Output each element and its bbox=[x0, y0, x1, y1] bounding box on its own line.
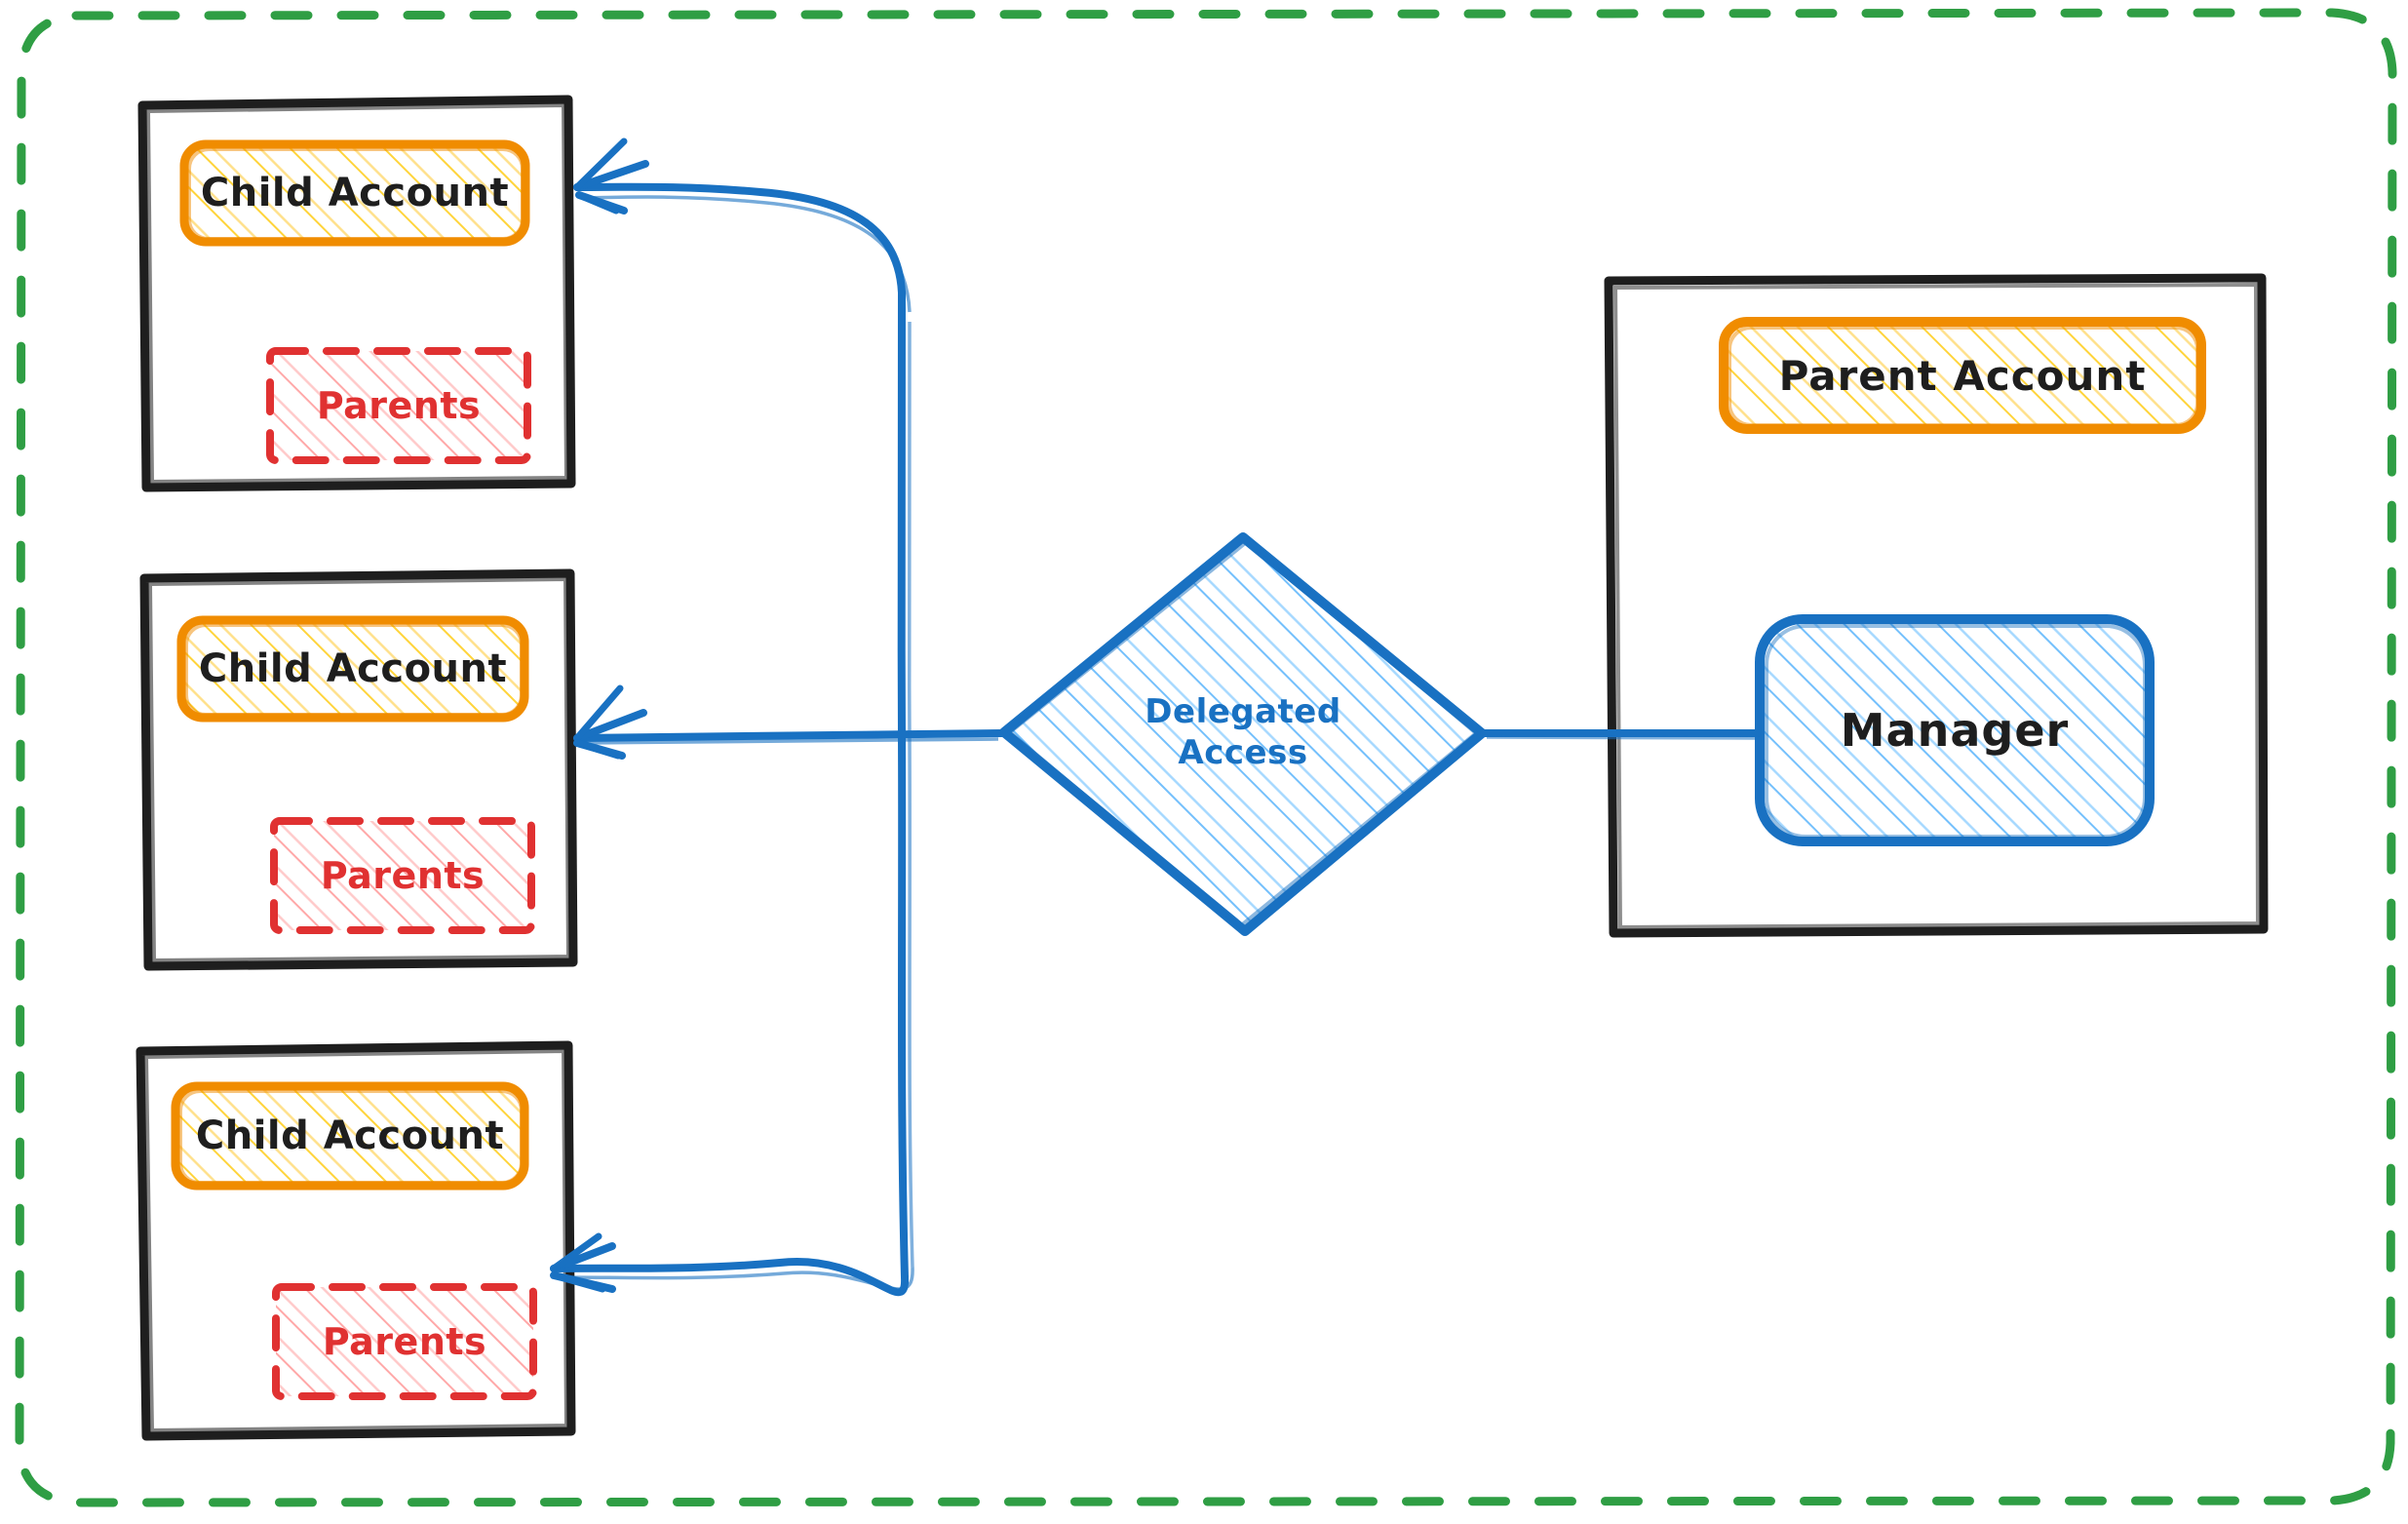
parents-box-2[interactable] bbox=[270, 817, 535, 934]
connector-trunk-vertical bbox=[897, 289, 914, 1281]
manager-box[interactable] bbox=[1755, 614, 2155, 846]
connector-delegated-to-child-3 bbox=[550, 1232, 914, 1297]
delegated-access-diamond[interactable] bbox=[999, 532, 1487, 936]
parents-box-1[interactable] bbox=[266, 347, 531, 464]
child-account-pill-2[interactable] bbox=[176, 615, 529, 723]
connector-delegated-to-child-2 bbox=[573, 684, 1006, 760]
connector-manager-to-delegated bbox=[1480, 729, 1761, 740]
child-account-pill-3[interactable] bbox=[171, 1081, 529, 1191]
parents-box-3[interactable] bbox=[272, 1283, 537, 1400]
organization-boundary bbox=[15, 8, 2397, 1507]
child-account-pill-1[interactable] bbox=[179, 139, 530, 247]
connector-delegated-to-child-1 bbox=[573, 137, 912, 313]
parent-account-pill[interactable] bbox=[1719, 317, 2206, 434]
